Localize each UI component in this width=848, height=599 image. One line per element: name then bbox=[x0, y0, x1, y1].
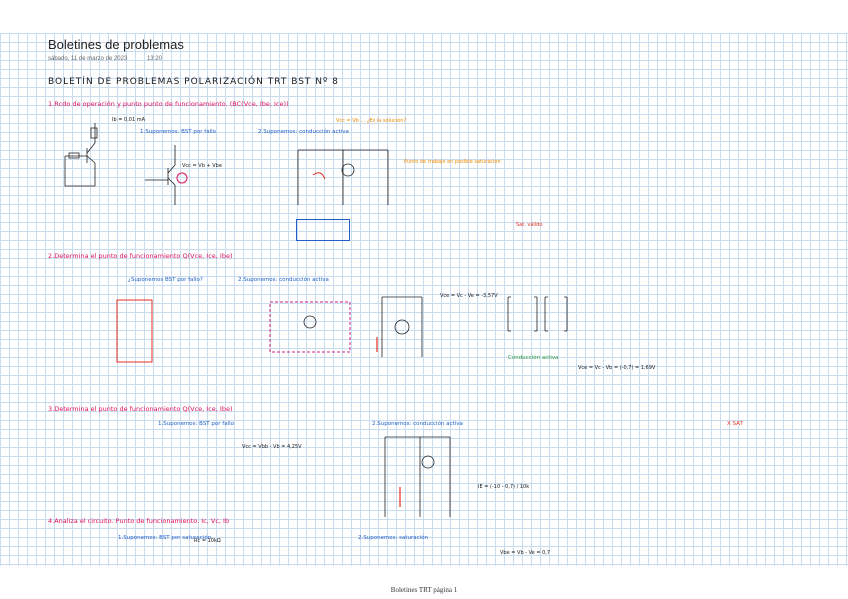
page-meta: sábado, 11 de marzo de 2023 13:20 bbox=[48, 56, 180, 62]
eq-8: IE = (-10 - 0,7) / 10k bbox=[478, 484, 530, 490]
circuit-sketch-4 bbox=[269, 301, 351, 353]
eq-3: Vce = Vc - Vb = (-0,7) = 1,69V bbox=[578, 365, 656, 371]
problem-1-heading: 1.Rcdo de operación y punto punto de fun… bbox=[48, 100, 289, 108]
page-time: 13:20 bbox=[146, 56, 162, 62]
circuit-sketch-1 bbox=[64, 123, 98, 187]
problem-3-heading: 3.Determina el punto de funcionamiento Q… bbox=[48, 405, 233, 413]
circuit-sketch-2 bbox=[145, 145, 188, 205]
circuit-sketch-6 bbox=[376, 296, 423, 357]
conclusion-note: Conducción activa bbox=[508, 355, 559, 361]
page-footer: Boletines TRT página 1 bbox=[390, 586, 458, 594]
section-3-2: 2.Suponemos: conducción activa bbox=[372, 421, 463, 427]
eq-5: Vbe = Vb - Ve = 0,7 bbox=[500, 550, 551, 556]
sat-label: X SAT bbox=[727, 421, 743, 427]
eq-4: Vcc = Vbb - Vb = 4,25V bbox=[242, 444, 302, 450]
circuit-sketch-7 bbox=[384, 436, 451, 517]
note-orange-2: Punto de trabajo en posible saturación bbox=[404, 159, 501, 165]
problem-4-heading: 4.Analiza el circuito. Punto de funciona… bbox=[48, 517, 230, 525]
page-title: Boletines de problemas bbox=[48, 37, 184, 52]
circuit-sketch-5 bbox=[116, 299, 153, 363]
note-red: Sat. válido bbox=[516, 222, 543, 228]
eq-1: Vcc = Vb + Vbe bbox=[182, 163, 222, 169]
section-2-1: ¿Suponemos BST por fallo? bbox=[128, 277, 203, 283]
boxed-formula bbox=[296, 219, 350, 241]
eq-7: Rc = 10kΩ bbox=[194, 538, 221, 544]
note-orange-1: Vcc = Vb ... ¿Es la solución? bbox=[336, 118, 407, 124]
section-1-1: 1.Suponemos: BST por fallo bbox=[140, 129, 217, 135]
section-1-2: 2.Suponemos: conducción activa bbox=[258, 129, 349, 135]
problem-2-heading: 2.Determina el punto de funcionamiento Q… bbox=[48, 252, 233, 260]
matrix-sketch bbox=[507, 296, 568, 332]
page-date: sábado, 11 de marzo de 2023 bbox=[48, 56, 128, 62]
section-3-1: 1.Suponemos: BST por fallo bbox=[158, 421, 235, 427]
section-4-2: 2.Suponemos: saturación bbox=[358, 535, 429, 541]
eq-6: Ib = 0,01 mA bbox=[112, 117, 146, 123]
section-2-2: 2.Suponemos: conducción activa bbox=[238, 277, 329, 283]
main-heading: BOLETÍN DE PROBLEMAS POLARIZACIÓN TRT BS… bbox=[48, 77, 339, 87]
section-4-1: 1.Suponemos: BST por saturación bbox=[118, 535, 212, 541]
eq-2: Vce = Vc - Ve = -3,57V bbox=[440, 293, 498, 299]
circuit-sketch-3 bbox=[297, 149, 389, 205]
grid-sheet bbox=[0, 33, 848, 566]
